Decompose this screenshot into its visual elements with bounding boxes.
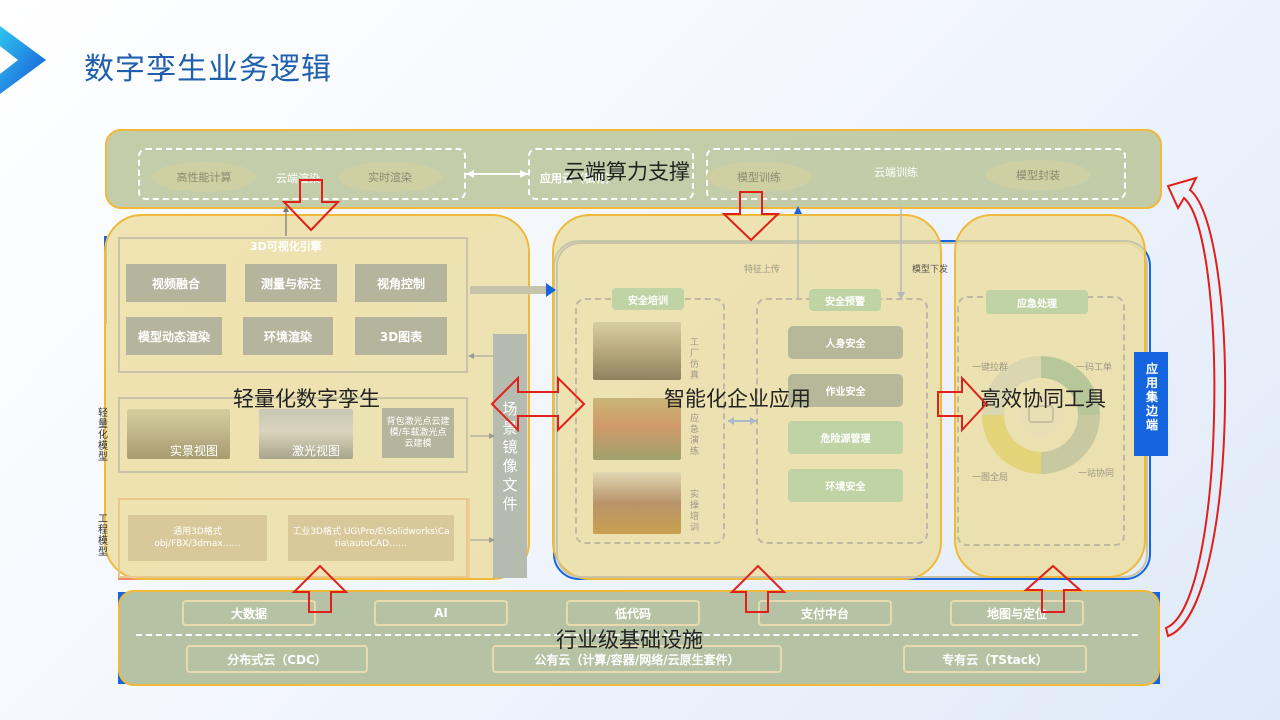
side-app-box — [1134, 352, 1168, 456]
infra-private-cloud: 专有云（TStack） — [903, 645, 1087, 673]
collab-title: 应急处理 — [986, 290, 1088, 314]
engine-item-measure: 测量与标注 — [245, 264, 337, 302]
laser-note: 背包激光点云建模/车载激光点云建模 — [382, 408, 454, 458]
infra-distributed-cloud: 分布式云（CDC） — [186, 645, 368, 673]
warning-environment: 环境安全 — [788, 469, 903, 502]
real-view-image — [127, 409, 230, 459]
infra-map: 地图与定位 — [950, 600, 1084, 626]
warning-hazard: 危险源管理 — [788, 421, 903, 454]
infra-public-cloud: 公有云（计算/容器/网络/云原生套件） — [492, 645, 782, 673]
format-general: 通用3D格式 obj/FBX/3dmax…… — [128, 515, 267, 561]
cloud-panel — [105, 129, 1162, 209]
cloud-label: 云端算力支撑 — [564, 160, 690, 184]
side-label-light-model: 轻量化模型 — [98, 408, 108, 463]
cloud-group-app — [528, 148, 694, 200]
mirror-label: 场景镜像文件 — [502, 400, 518, 513]
warning-title: 安全预警 — [809, 289, 881, 311]
cycle-one-code-ticket: 一码工单 — [1076, 363, 1113, 373]
side-app-label: 应用集边端 — [1146, 362, 1159, 432]
warning-personal: 人身安全 — [788, 326, 903, 359]
engine-title: 3D可视化引擎 — [250, 240, 322, 253]
pill-cloud-render: 云端渲染 — [276, 172, 320, 185]
laser-view-image — [259, 409, 353, 459]
logo-icon — [0, 26, 46, 94]
infra-payment: 支付中台 — [758, 600, 892, 626]
collab-label: 高效协同工具 — [980, 387, 1106, 411]
factory-sim-label: 工厂仿真 — [690, 338, 700, 381]
engine-box — [118, 237, 468, 373]
app-cloud-label: 应用云（私有） — [540, 172, 617, 185]
infra-divider — [136, 634, 1138, 636]
cycle-diagram — [982, 356, 1100, 474]
infra-bigdata: 大数据 — [182, 600, 316, 626]
smart-label: 智能化企业应用 — [664, 387, 811, 411]
engine-item-dynamic-render: 模型动态渲染 — [126, 317, 222, 355]
engine-item-3d-chart: 3D图表 — [355, 317, 447, 355]
engine-item-video-fusion: 视频融合 — [126, 264, 226, 302]
engine-item-env-render: 环境渲染 — [243, 317, 333, 355]
download-label: 模型下发 — [912, 265, 949, 275]
mirror-column-overlay — [493, 334, 527, 578]
emergency-drill-image — [593, 398, 681, 460]
light-label: 轻量化数字孪生 — [233, 387, 380, 411]
pill-realtime-render: 实时渲染 — [338, 162, 442, 192]
pill-model-train: 模型训练 — [706, 162, 812, 192]
emergency-drill-label: 应急演练 — [690, 414, 700, 457]
views-box — [118, 397, 468, 473]
infra-label: 行业级基础设施 — [556, 628, 703, 652]
practice-training-label: 实操培训 — [690, 490, 700, 533]
upload-label: 特征上传 — [744, 265, 781, 275]
page-title: 数字孪生业务逻辑 — [84, 52, 332, 87]
format-industrial: 工业3D格式 UG\Pro/E\Solidworks\Catia\autoCAD… — [288, 515, 454, 561]
laser-view-label: 激光视图 — [292, 444, 341, 458]
cycle-one-click-group: 一键拉群 — [972, 363, 1009, 373]
real-view-label: 实景视图 — [170, 444, 219, 458]
infra-lowcode: 低代码 — [566, 600, 700, 626]
side-label-engineering-model: 工程模型 — [98, 514, 108, 558]
practice-training-image — [593, 472, 681, 534]
factory-sim-image — [593, 322, 681, 380]
engine-item-view-control: 视角控制 — [355, 264, 447, 302]
pill-model-pack: 模型封装 — [986, 160, 1090, 190]
pill-cloud-train: 云端训练 — [874, 166, 918, 179]
training-title: 安全培训 — [612, 288, 684, 310]
cycle-one-map: 一图全局 — [972, 473, 1009, 483]
infra-ai: AI — [374, 600, 508, 626]
warning-operation: 作业安全 — [788, 374, 903, 407]
pill-hpc: 高性能计算 — [152, 162, 256, 192]
cycle-one-stop: 一站协同 — [1078, 469, 1115, 479]
